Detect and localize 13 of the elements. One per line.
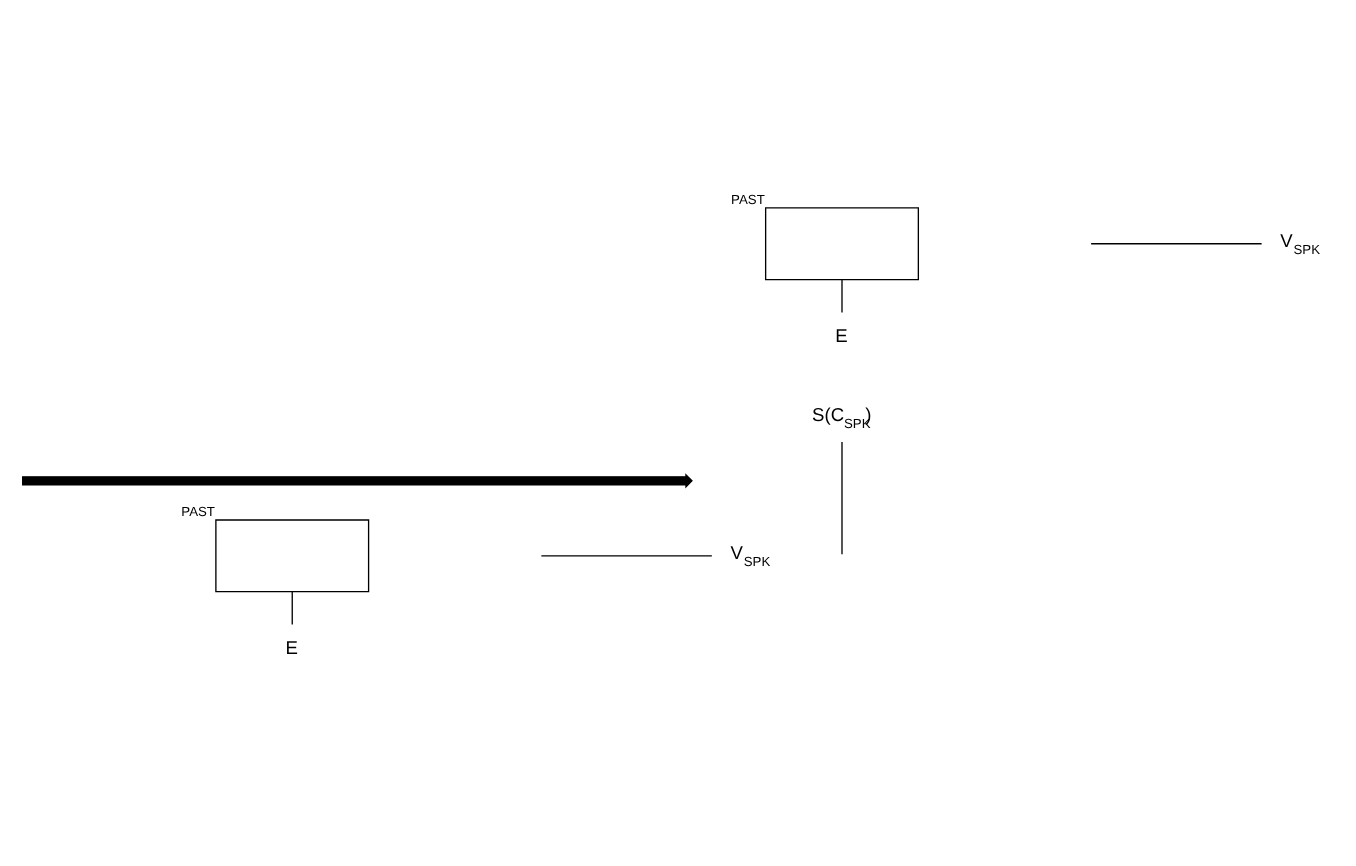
connector — [291, 591, 293, 626]
node-text: S(C$_{SPK}$) — [812, 405, 872, 433]
node-text: E — [285, 637, 299, 658]
connector — [841, 279, 843, 314]
node-text: V$_{SPK}$ — [730, 543, 771, 571]
node-arrow — [22, 473, 693, 489]
node-box — [764, 207, 919, 281]
node-text: V$_{SPK}$ — [1280, 231, 1321, 259]
connector — [540, 555, 713, 557]
node-box — [215, 519, 370, 593]
connector — [841, 441, 843, 555]
node-text: E — [835, 325, 848, 346]
connector — [1090, 243, 1263, 245]
